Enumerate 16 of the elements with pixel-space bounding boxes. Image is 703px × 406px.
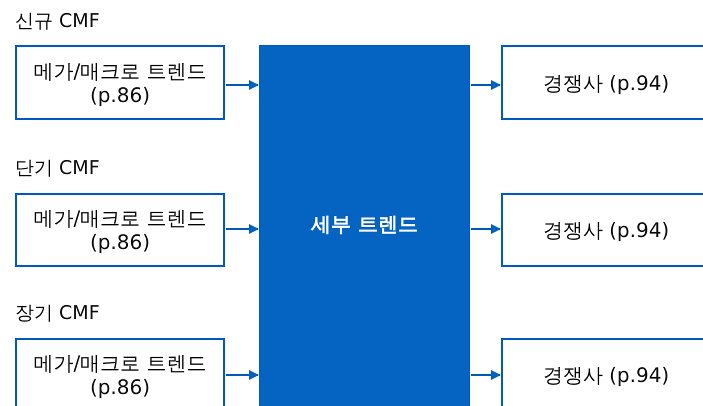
arrow <box>226 224 259 234</box>
arrow <box>471 370 501 380</box>
process-box: 메가/매크로 트렌드 (p.86) <box>15 193 225 267</box>
process-box: 메가/매크로 트렌드 (p.86) <box>15 338 225 406</box>
process-box: 경쟁사 (p.94) <box>501 338 703 406</box>
process-box: 경쟁사 (p.94) <box>501 193 703 267</box>
arrow <box>471 224 501 234</box>
arrow <box>226 80 259 90</box>
process-box: 메가/매크로 트렌드 (p.86) <box>15 45 225 120</box>
process-box: 경쟁사 (p.94) <box>501 45 703 120</box>
heading: 장기 CMF <box>15 301 100 326</box>
arrow <box>226 370 259 380</box>
heading: 단기 CMF <box>15 156 100 181</box>
central-block: 세부 트렌드 <box>259 45 470 406</box>
arrow <box>471 80 501 90</box>
heading: 신규 CMF <box>15 9 100 34</box>
